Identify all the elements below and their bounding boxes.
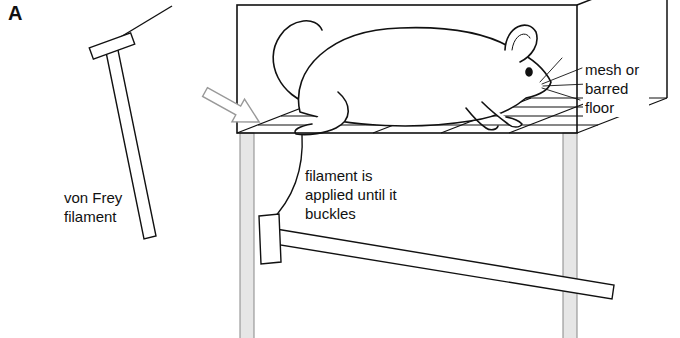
mouse-forepaw (482, 102, 522, 127)
filament-wire (270, 134, 302, 222)
cage-edge (577, 0, 680, 5)
panel-letter: A (6, 2, 24, 24)
part-label: mesh or barred floor (583, 60, 649, 117)
leg (240, 133, 254, 338)
mouse-hindleg (295, 92, 348, 135)
mouse-eye (526, 68, 532, 76)
mouse-ear-inner (512, 34, 530, 50)
cage-front (237, 5, 577, 133)
mouse-forepaw (466, 108, 498, 130)
applied-filament (259, 134, 614, 299)
mouse-ear (505, 25, 537, 62)
arrow-shape (199, 81, 266, 134)
filament-cap (89, 33, 134, 59)
filament-handle (268, 228, 614, 299)
whiskers (540, 58, 588, 100)
leg (563, 133, 577, 338)
filament-cap (259, 214, 281, 264)
part-label: von Frey filament (62, 188, 132, 226)
hollow-arrow (199, 81, 266, 134)
callout-label: filament is applied until it buckles (303, 166, 425, 223)
mouse (273, 21, 588, 135)
cage-edge (666, 0, 668, 98)
